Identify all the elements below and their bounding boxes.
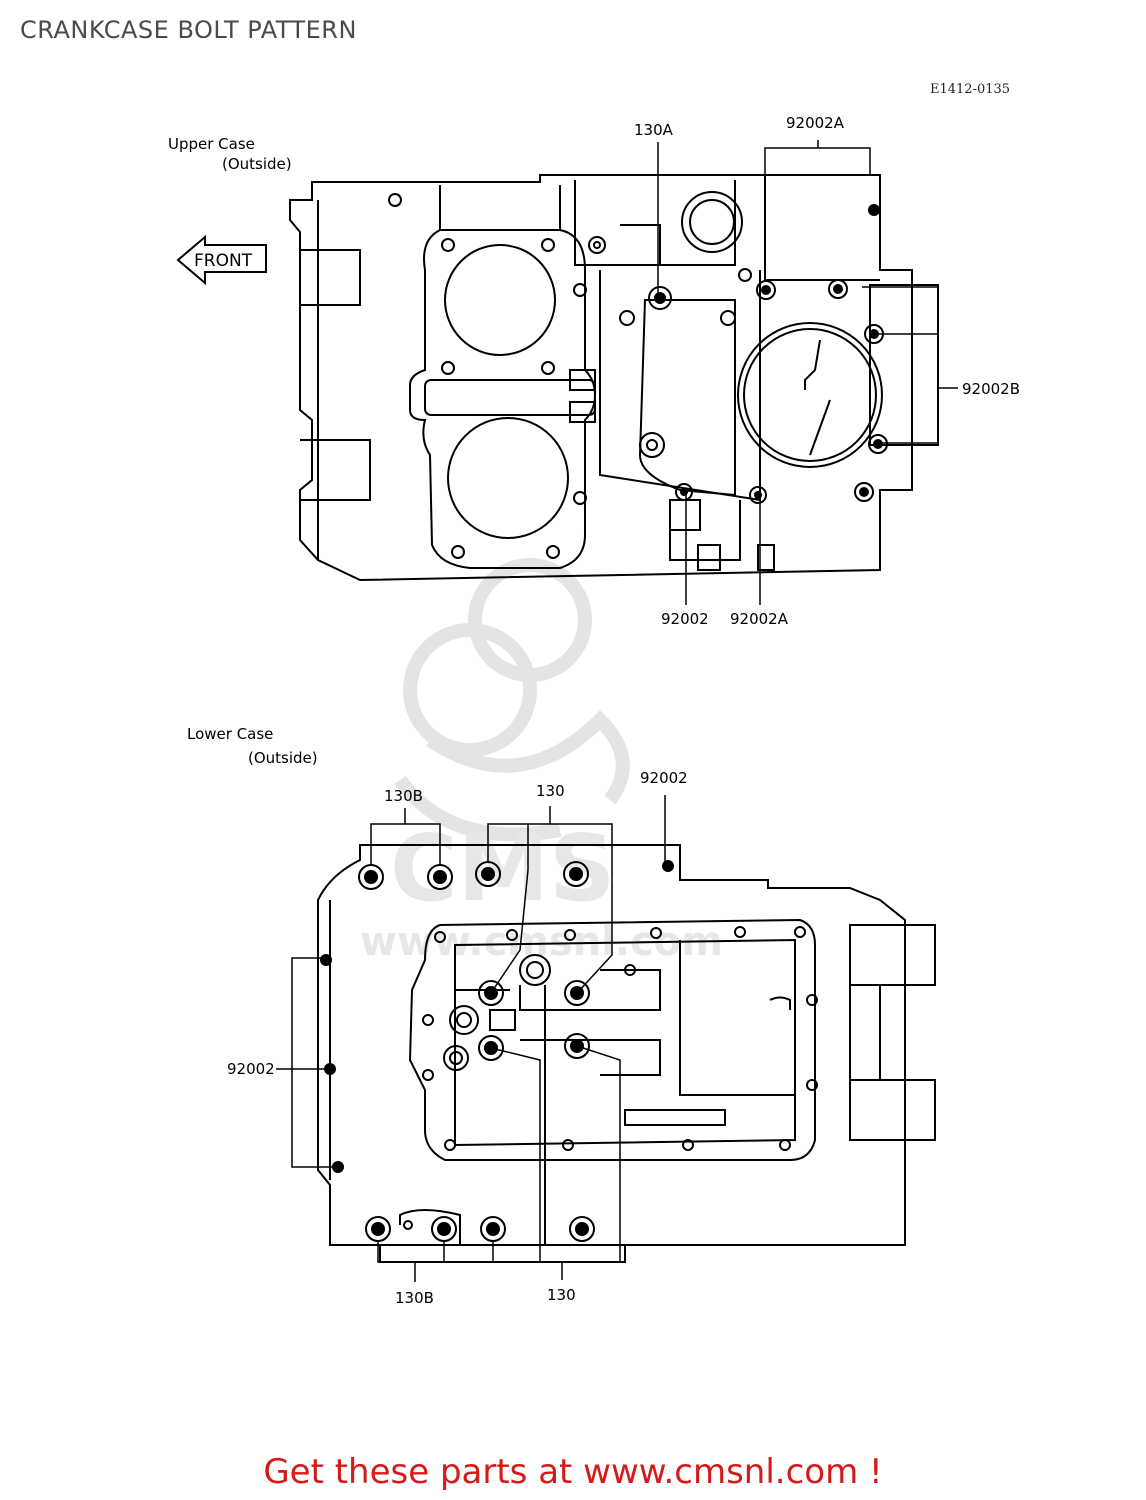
callout-lower-92002-top: 92002 — [640, 769, 688, 787]
bolt-icon — [365, 1216, 391, 1242]
watermark: CMS www.cmsnl.com — [360, 558, 723, 965]
diagram-reference-code: E1412-0135 — [930, 82, 1011, 97]
bolt-icon — [675, 483, 693, 501]
bolt-icon — [358, 864, 384, 890]
footer-cta-link[interactable]: Get these parts at www.cmsnl.com ! — [263, 1452, 883, 1492]
bolt-icon — [320, 954, 332, 966]
bolt-icon — [563, 861, 589, 887]
bolt-icon — [828, 279, 848, 299]
watermark-mascot-icon — [394, 558, 630, 842]
callout-upper-92002: 92002 — [661, 610, 709, 628]
lower-case-drawing — [317, 844, 936, 1263]
watermark-brand: CMS — [390, 815, 615, 922]
upper-case-bolts — [648, 204, 888, 504]
bolt-icon — [662, 860, 674, 872]
callout-lower-92002-left: 92002 — [227, 1060, 275, 1078]
callout-upper-130a: 130A — [634, 121, 674, 139]
bolt-icon — [569, 1216, 595, 1242]
lower-case-subtitle: (Outside) — [248, 749, 318, 767]
upper-case-drawing — [289, 174, 939, 582]
page-title: CRANKCASE BOLT PATTERN — [20, 16, 357, 44]
upper-case-subtitle: (Outside) — [222, 155, 292, 173]
callout-lower-130-bottom: 130 — [547, 1286, 576, 1304]
bolt-icon — [868, 204, 880, 216]
callout-lower-130b-bottom: 130B — [395, 1289, 434, 1307]
bolt-icon — [648, 286, 672, 310]
callout-upper-92002a-top: 92002A — [786, 114, 845, 132]
callout-lower-130-top: 130 — [536, 782, 565, 800]
bolt-icon — [756, 280, 776, 300]
callout-upper-92002a-bottom: 92002A — [730, 610, 789, 628]
lower-case-title: Lower Case — [187, 725, 273, 743]
front-arrow-icon: FRONT — [176, 234, 267, 286]
front-label: FRONT — [194, 251, 253, 271]
bolt-icon — [431, 1216, 457, 1242]
upper-case-title: Upper Case — [168, 135, 255, 153]
bolt-icon — [868, 434, 888, 454]
bolt-icon — [480, 1216, 506, 1242]
callout-lower-130b-top: 130B — [384, 787, 423, 805]
callout-upper-92002b: 92002B — [962, 380, 1020, 398]
lower-case-leaders — [276, 795, 666, 1282]
bolt-icon — [854, 482, 874, 502]
upper-case-leaders — [657, 140, 958, 605]
